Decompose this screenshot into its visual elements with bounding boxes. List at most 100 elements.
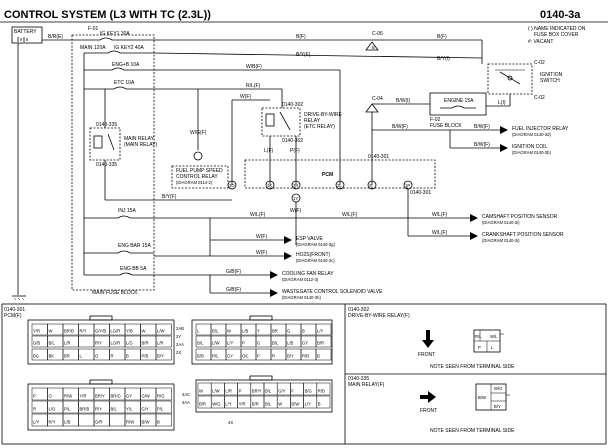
wire-w-f-mid-label: W(F) bbox=[290, 208, 301, 214]
pin-label: R/G bbox=[157, 394, 164, 399]
mr-pin-wg: W/G bbox=[494, 386, 502, 391]
wire-b-w-f-label3: B/W(F) bbox=[474, 142, 490, 148]
pin-label: R/Y bbox=[80, 329, 87, 334]
ignition-label: IGNITION bbox=[540, 72, 563, 78]
dbw-pin-wl: W/L bbox=[490, 334, 498, 339]
pin-label: Y/R bbox=[239, 402, 246, 407]
label-4ac: 4AC bbox=[182, 392, 190, 397]
pin-label: B/R bbox=[142, 341, 149, 346]
pin-cell bbox=[316, 382, 331, 396]
pin-label: G/R bbox=[95, 420, 102, 425]
load-camshaft-sensor-ref: (DIAGRAM 0140-3i) bbox=[482, 220, 520, 225]
pcm-conn-id: 0140-301 bbox=[4, 307, 25, 313]
esp-arrow-icon bbox=[284, 236, 292, 244]
junction-c04: C-04 bbox=[372, 96, 383, 102]
pin-label: Y/L bbox=[126, 407, 133, 412]
pin-cell bbox=[155, 413, 172, 427]
ignition-switch-icon bbox=[495, 69, 525, 85]
pin-label: LG/R bbox=[111, 341, 121, 346]
fuel-pump-relay-label: FUEL PUMP SPEED bbox=[176, 168, 223, 174]
pin-label: G/Y bbox=[278, 389, 285, 394]
dbw-front-label: FRONT bbox=[418, 352, 435, 358]
pin-label: L/R bbox=[157, 341, 164, 346]
wire-b-y-f2-label: B/Y(F) bbox=[162, 194, 177, 200]
fuel-pump-conn-icon bbox=[193, 151, 203, 161]
main-relay-box bbox=[89, 127, 121, 161]
front-arrow-down-icon bbox=[422, 330, 434, 348]
wire-l-f-label: L(F) bbox=[264, 148, 274, 154]
pin-label: B/R bbox=[199, 402, 206, 407]
pcm-connector: 0140-301 bbox=[368, 154, 389, 160]
pin-label: W bbox=[278, 402, 282, 407]
pin-label: LG/R bbox=[111, 329, 121, 334]
cooling-fan-arrow-icon bbox=[270, 271, 278, 279]
dbw-pin-p: P bbox=[478, 345, 481, 350]
svg-text:2H: 2H bbox=[293, 183, 298, 188]
engine-fuse-label: ENGINE 15A bbox=[444, 98, 474, 104]
label-4x: 4X bbox=[228, 420, 233, 425]
wire-w-f-ho2s-label: W(F) bbox=[256, 250, 267, 256]
svg-text:1K: 1K bbox=[267, 183, 272, 188]
main-relay-label-alt: (MAIN RELAY) bbox=[124, 142, 158, 148]
ignition-switch-box bbox=[487, 63, 533, 95]
load-ignition-coil-ref: (DIAGRAM 0140-3b) bbox=[512, 150, 551, 155]
pcm-pins: 2O 1K 2H 2L 2I 1Y 1P bbox=[227, 180, 413, 203]
fuse-etc: ETC 10A bbox=[114, 80, 135, 86]
legend-note-name: ( ) NAME INDICATED ON bbox=[528, 26, 586, 32]
pin-cell bbox=[109, 413, 126, 427]
pin-label: L bbox=[80, 354, 83, 359]
pin-label: B/L bbox=[212, 329, 219, 334]
fuse-ig-key2: IG KEY2 40A bbox=[114, 45, 144, 51]
pin-label: B/G bbox=[305, 389, 312, 394]
pin-label: B bbox=[318, 402, 321, 407]
pin-cell bbox=[316, 395, 331, 409]
main-fuse-block-label: MAIN FUSE BLOCK bbox=[92, 290, 138, 296]
battery-wire-label: B/R(E) bbox=[48, 34, 63, 40]
pin-label: BR/Y bbox=[95, 394, 105, 399]
pin-label: P/L bbox=[64, 407, 71, 412]
mr-conn-label: MAIN RELAY(F) bbox=[348, 382, 385, 388]
pin-label: Y/B bbox=[126, 329, 133, 334]
pin-label: BK bbox=[49, 354, 55, 359]
pin-label: G bbox=[287, 329, 290, 334]
pin-label: BR bbox=[64, 354, 70, 359]
pin-cell bbox=[155, 400, 172, 414]
dbw-relay-box bbox=[261, 107, 301, 137]
pin-label: P bbox=[239, 389, 242, 394]
c06-marker bbox=[365, 41, 379, 51]
pin-label: R/W bbox=[64, 394, 72, 399]
wire-w-b-f-label: W/B(F) bbox=[246, 64, 262, 70]
dbw-conn-label: DRIVE-BY-WIRE RELAY(F) bbox=[348, 313, 410, 319]
wire-l-i-label: L(I) bbox=[498, 100, 506, 106]
main-fuse-block-outline bbox=[71, 34, 155, 291]
svg-text:2O: 2O bbox=[229, 183, 235, 188]
mr-note: NOTE SEEN FROM TERMINAL SIDE bbox=[430, 428, 515, 434]
pin-label: L/G bbox=[126, 341, 133, 346]
pin-cell bbox=[155, 323, 172, 336]
fuel-pump-relay-label2: CONTROL RELAY bbox=[176, 174, 218, 180]
dbw-conn-bottom: 0140-302 bbox=[282, 138, 303, 144]
pin-label: L/Y bbox=[227, 341, 233, 346]
pin-label: L/W bbox=[212, 389, 219, 394]
pin-label: L bbox=[197, 329, 200, 334]
diagram-title: CONTROL SYSTEM (L3 WITH TC (2.3L)) bbox=[4, 9, 211, 21]
pin-label: L/W bbox=[157, 329, 164, 334]
junction-b: B bbox=[372, 45, 375, 50]
pin-label: L/Y bbox=[317, 329, 323, 334]
pcm-box bbox=[244, 159, 436, 189]
pin-label: P bbox=[33, 394, 36, 399]
pin-label: R/Y bbox=[95, 407, 102, 412]
fuse-block-label: FUSE BLOCK bbox=[430, 123, 462, 129]
dbw-note: NOTE SEEN FROM TERMINAL SIDE bbox=[430, 364, 515, 370]
pin-label: G/B bbox=[33, 341, 40, 346]
svg-text:2I: 2I bbox=[369, 183, 373, 188]
pin-label: W/G bbox=[212, 402, 220, 407]
battery-label: BATTERY bbox=[14, 29, 37, 35]
pin-label: L/R bbox=[225, 389, 232, 394]
fuse-inj-wire bbox=[84, 215, 154, 219]
label-2aa: 2AA bbox=[176, 342, 184, 347]
